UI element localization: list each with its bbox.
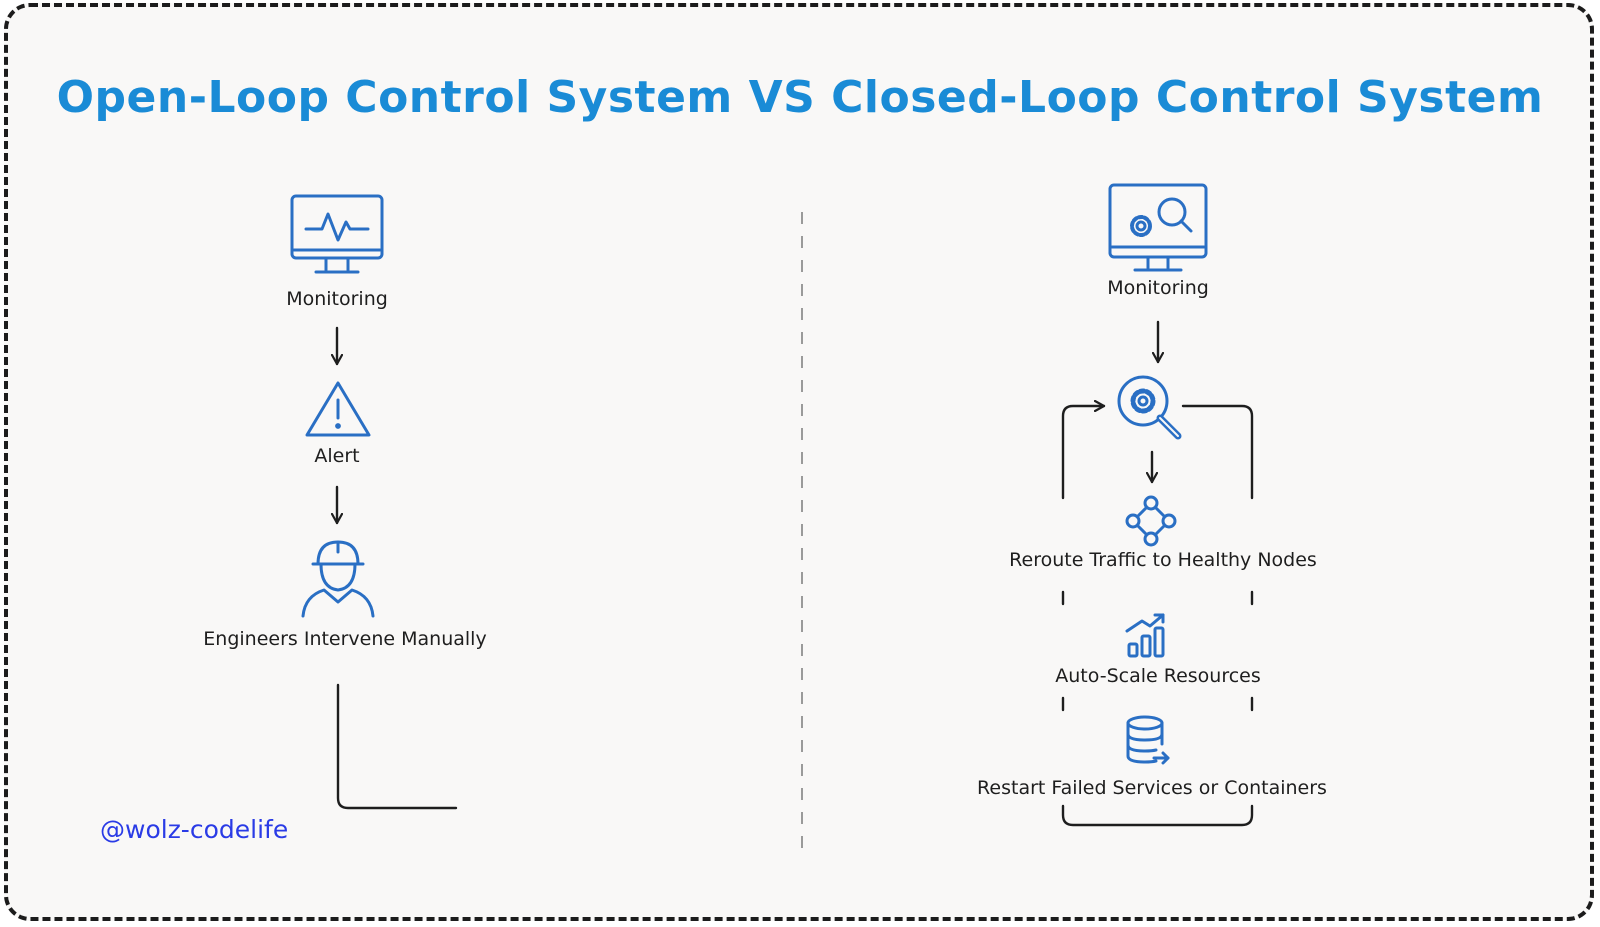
loop-in-arrow <box>1061 406 1106 500</box>
open-engineers-label: Engineers Intervene Manually <box>203 628 487 650</box>
diagram-frame <box>4 3 1594 921</box>
open-alert-label: Alert <box>314 445 360 467</box>
bar-chart-growth-icon <box>1125 613 1165 658</box>
loop-out-line <box>1181 404 1254 500</box>
closed-monitoring-label: Monitoring <box>1107 277 1209 299</box>
gear-magnifier-icon <box>1117 375 1182 440</box>
database-restart-icon <box>1126 715 1170 765</box>
page-title: Open-Loop Control System VS Closed-Loop … <box>56 72 1544 123</box>
warning-triangle-icon <box>305 381 371 437</box>
monitor-search-gear-icon <box>1108 183 1208 272</box>
auto-scale-label: Auto-Scale Resources <box>1055 665 1261 687</box>
monitor-heartbeat-icon <box>290 194 384 274</box>
network-nodes-icon <box>1125 495 1177 547</box>
reroute-traffic-label: Reroute Traffic to Healthy Nodes <box>1009 549 1317 571</box>
open-monitoring-label: Monitoring <box>286 288 388 310</box>
loop-bottom-bracket <box>1061 804 1254 827</box>
restart-services-label: Restart Failed Services or Containers <box>977 777 1327 799</box>
author-handle: @wolz-codelife <box>100 815 289 844</box>
engineer-hardhat-icon <box>301 540 375 618</box>
open-loop-line <box>336 683 458 810</box>
